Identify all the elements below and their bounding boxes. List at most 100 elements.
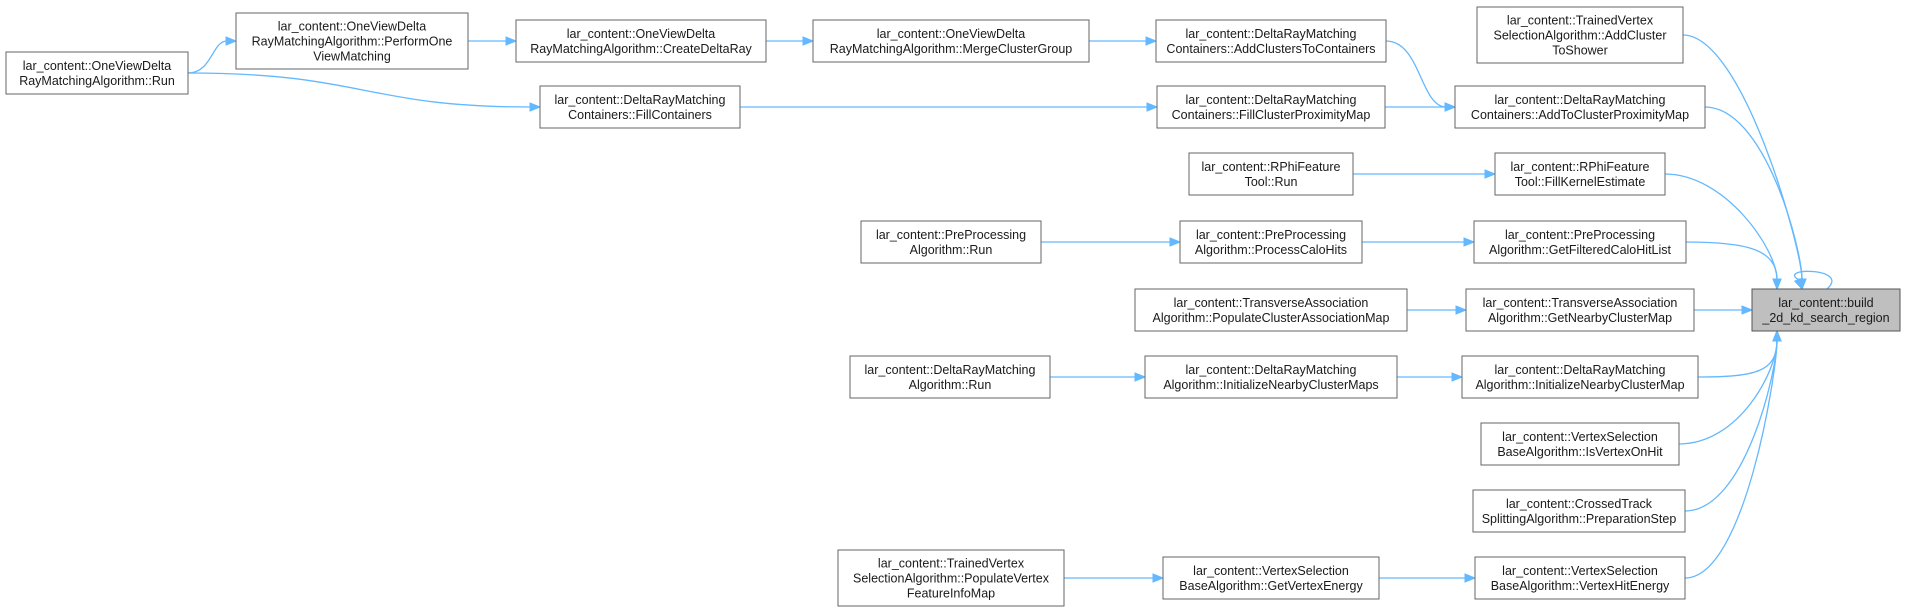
node-oneViewRun[interactable]: lar_content::OneViewDeltaRayMatchingAlgo… [5, 51, 189, 95]
node-label-line: ToShower [1552, 44, 1608, 58]
arrow-head [1741, 305, 1754, 315]
node-vertexHitEnergy[interactable]: lar_content::VertexSelectionBaseAlgorith… [1474, 556, 1686, 600]
node-addToClusterProximityMap[interactable]: lar_content::DeltaRayMatchingContainers:… [1454, 85, 1706, 129]
node-label-line: lar_content::OneViewDelta [877, 27, 1026, 41]
node-label-line: lar_content::build [1778, 296, 1873, 310]
arrow-head [225, 36, 238, 46]
edge-getFilteredCaloHitList-to-target [1685, 241, 1782, 291]
arrow-head [1772, 278, 1782, 291]
node-box [1465, 288, 1695, 332]
edge-vertexHitEnergy-to-target [1684, 329, 1782, 579]
node-addClustersToContainers[interactable]: lar_content::DeltaRayMatchingContainers:… [1155, 19, 1387, 63]
node-label-line: lar_content::VertexSelection [1193, 564, 1349, 578]
node-label-line: BaseAlgorithm::GetVertexEnergy [1179, 579, 1363, 593]
node-label-line: lar_content::DeltaRayMatching [1495, 363, 1666, 377]
node-label-line: RayMatchingAlgorithm::PerformOne [252, 35, 453, 49]
node-label-line: lar_content::PreProcessing [1196, 228, 1346, 242]
node-label-line: _2d_kd_search_region [1761, 311, 1889, 325]
edge-populateClusterAssociationMap-to-getNearbyClusterMap [1407, 305, 1468, 315]
node-label-line: FeatureInfoMap [907, 587, 995, 601]
node-box [1480, 422, 1680, 466]
node-box [1134, 288, 1408, 332]
node-label-line: lar_content::PreProcessing [1505, 228, 1655, 242]
edge-performOneViewMatching-to-createDeltaRay [468, 36, 518, 46]
arrow-head [802, 36, 815, 46]
arrow-head [1169, 237, 1182, 247]
node-label-line: ViewMatching [313, 50, 391, 64]
node-deltaRayMatchingRun[interactable]: lar_content::DeltaRayMatchingAlgorithm::… [849, 355, 1051, 399]
node-label-line: lar_content::DeltaRayMatching [1495, 93, 1666, 107]
node-mergeClusterGroup[interactable]: lar_content::OneViewDeltaRayMatchingAlgo… [812, 19, 1090, 63]
node-box [539, 85, 741, 129]
node-box [1494, 152, 1666, 196]
node-box [5, 51, 189, 95]
nodes-layer: lar_content::build_2d_kd_search_regionla… [5, 6, 1901, 607]
arrow-head [1484, 169, 1497, 179]
node-fillContainers[interactable]: lar_content::DeltaRayMatchingContainers:… [539, 85, 741, 129]
node-label-line: RayMatchingAlgorithm::Run [19, 74, 175, 88]
node-label-line: lar_content::PreProcessing [876, 228, 1026, 242]
node-processCaloHits[interactable]: lar_content::PreProcessingAlgorithm::Pro… [1179, 220, 1363, 264]
node-label-line: Algorithm::GetFilteredCaloHitList [1489, 243, 1672, 257]
node-createDeltaRay[interactable]: lar_content::OneViewDeltaRayMatchingAlgo… [515, 19, 767, 63]
node-label-line: Containers::FillContainers [568, 108, 712, 122]
node-label-line: lar_content::CrossedTrack [1506, 497, 1653, 511]
node-box [1472, 489, 1686, 533]
arrow-head [1146, 102, 1159, 112]
node-populateClusterAssociationMap[interactable]: lar_content::TransverseAssociationAlgori… [1134, 288, 1408, 332]
node-label-line: Algorithm::Run [910, 243, 993, 257]
node-getNearbyClusterMap[interactable]: lar_content::TransverseAssociationAlgori… [1465, 288, 1695, 332]
edge-initializeNearbyClusterMaps-to-initializeNearbyClusterMap [1397, 372, 1464, 382]
edge-getNearbyClusterMap-to-target [1694, 305, 1754, 315]
node-fillClusterProximityMap[interactable]: lar_content::DeltaRayMatchingContainers:… [1156, 85, 1386, 129]
node-label-line: Containers::FillClusterProximityMap [1172, 108, 1371, 122]
arrow-head [1772, 329, 1782, 342]
edge-line [1793, 270, 1833, 290]
node-box [1751, 288, 1901, 332]
node-label-line: lar_content::RPhiFeature [1511, 160, 1650, 174]
node-performOneViewMatching[interactable]: lar_content::OneViewDeltaRayMatchingAlgo… [235, 12, 469, 70]
node-preparationStep[interactable]: lar_content::CrossedTrackSplittingAlgori… [1472, 489, 1686, 533]
node-getFilteredCaloHitList[interactable]: lar_content::PreProcessingAlgorithm::Get… [1473, 220, 1687, 264]
node-box [1476, 6, 1684, 64]
edge-addClusterToShower-to-target [1682, 34, 1807, 291]
node-initializeNearbyClusterMap[interactable]: lar_content::DeltaRayMatchingAlgorithm::… [1461, 355, 1699, 399]
arrow-head [1145, 36, 1158, 46]
node-label-line: Tool::Run [1245, 175, 1298, 189]
node-box [1473, 220, 1687, 264]
edge-getVertexEnergy-to-vertexHitEnergy [1379, 573, 1477, 583]
node-box [1155, 19, 1387, 63]
node-label-line: lar_content::TrainedVertex [878, 557, 1025, 571]
node-addClusterToShower[interactable]: lar_content::TrainedVertexSelectionAlgor… [1476, 6, 1684, 64]
node-getVertexEnergy[interactable]: lar_content::VertexSelectionBaseAlgorith… [1162, 556, 1380, 600]
node-label-line: lar_content::DeltaRayMatching [1186, 27, 1357, 41]
arrow-head [505, 36, 518, 46]
edge-preProcessingRun-to-processCaloHits [1041, 237, 1182, 247]
node-box [860, 220, 1042, 264]
node-initializeNearbyClusterMaps[interactable]: lar_content::DeltaRayMatchingAlgorithm::… [1144, 355, 1398, 399]
node-box [1156, 85, 1386, 129]
node-fillKernelEstimate[interactable]: lar_content::RPhiFeatureTool::FillKernel… [1494, 152, 1666, 196]
edge-initializeNearbyClusterMap-to-target [1697, 329, 1782, 378]
edge-fillClusterProximityMap-to-addToClusterProximityMap [1385, 102, 1457, 112]
edge-addClustersToContainers-to-addToClusterProximityMap [1385, 40, 1457, 112]
node-label-line: lar_content::OneViewDelta [567, 27, 716, 41]
node-label-line: lar_content::VertexSelection [1502, 564, 1658, 578]
node-box [837, 549, 1065, 607]
node-label-line: SelectionAlgorithm::AddCluster [1494, 29, 1667, 43]
node-label-line: Tool::FillKernelEstimate [1515, 175, 1646, 189]
node-label-line: RayMatchingAlgorithm::MergeClusterGroup [830, 42, 1073, 56]
node-label-line: SplittingAlgorithm::PreparationStep [1482, 512, 1677, 526]
node-label-line: lar_content::TransverseAssociation [1483, 296, 1678, 310]
node-target[interactable]: lar_content::build_2d_kd_search_region [1751, 288, 1901, 332]
node-label-line: Algorithm::PopulateClusterAssociationMap [1153, 311, 1390, 325]
node-populateVertexFeatureInfoMap[interactable]: lar_content::TrainedVertexSelectionAlgor… [837, 549, 1065, 607]
node-label-line: RayMatchingAlgorithm::CreateDeltaRay [530, 42, 752, 56]
node-label-line: lar_content::DeltaRayMatching [1186, 363, 1357, 377]
node-label-line: lar_content::TrainedVertex [1507, 14, 1654, 28]
node-label-line: lar_content::DeltaRayMatching [555, 93, 726, 107]
node-isVertexOnHit[interactable]: lar_content::VertexSelectionBaseAlgorith… [1480, 422, 1680, 466]
node-label-line: BaseAlgorithm::IsVertexOnHit [1497, 445, 1663, 459]
